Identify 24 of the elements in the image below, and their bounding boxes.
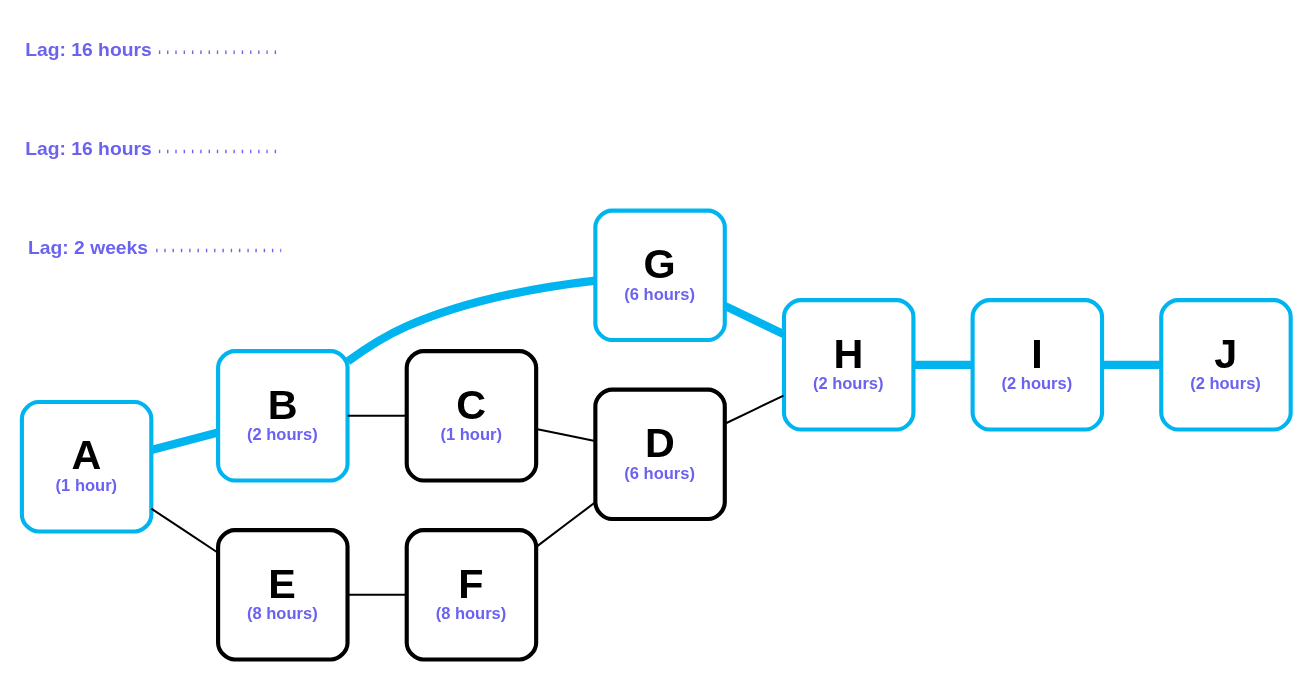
connector bbox=[913, 360, 973, 369]
connector bbox=[347, 593, 407, 596]
node-box: A (1 hour) bbox=[19, 399, 154, 534]
node-box: D (6 hours) bbox=[593, 387, 727, 522]
node-box: J (2 hours) bbox=[1159, 298, 1293, 432]
connector bbox=[347, 414, 407, 417]
node-box: E (8 hours) bbox=[216, 528, 350, 662]
node-text: Lag: 16 hours bbox=[25, 138, 152, 160]
connector bbox=[536, 427, 596, 443]
connector bbox=[535, 501, 596, 548]
connector bbox=[1102, 360, 1161, 369]
node-box: B (2 hours) bbox=[216, 349, 350, 483]
node-text: Lag: 16 hours bbox=[25, 39, 152, 61]
node-box: H (2 hours) bbox=[781, 298, 916, 432]
node-box: C (1 hour) bbox=[404, 349, 539, 483]
connector bbox=[724, 394, 784, 425]
connector bbox=[345, 276, 596, 365]
connector bbox=[150, 428, 219, 455]
node-text: Lag: 2 weeks bbox=[28, 237, 149, 259]
connector bbox=[150, 507, 219, 554]
node-box: I (2 hours) bbox=[970, 298, 1105, 432]
node-box: F (8 hours) bbox=[404, 528, 539, 662]
connector bbox=[156, 248, 282, 253]
node-box: G (6 hours) bbox=[593, 208, 727, 343]
